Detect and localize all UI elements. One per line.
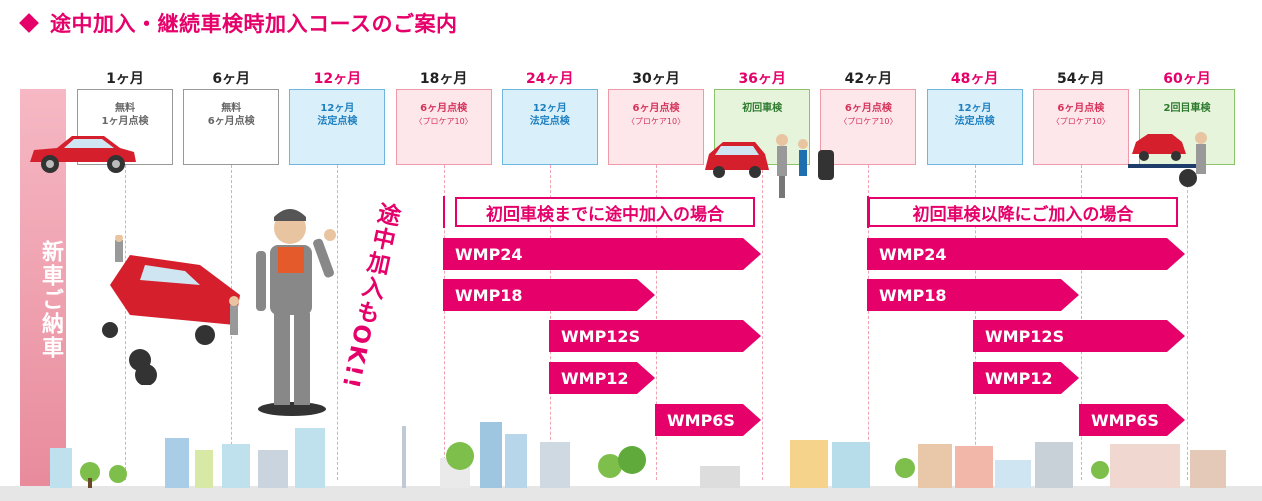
plan-arrow: WMP12 [549,362,655,394]
month-label: 12ヶ月 [313,71,362,87]
timeline-guide [337,165,339,480]
plan-arrow: WMP6S [1079,404,1185,436]
month-label: 18ヶ月 [419,71,468,87]
box-line1: 初回車検 [742,103,783,114]
plan-arrow: WMP12S [973,320,1185,352]
timeline-guide [125,165,126,480]
box-line1: 6ヶ月点検 [420,103,468,114]
timeline-box: 6ヶ月点検〈プロケア10〉 [395,89,492,165]
car-icon [30,136,136,173]
timeline-box: 6ヶ月点検〈プロケア10〉 [608,89,704,165]
mechanic-icon [256,209,336,416]
plan-arrow: WMP24 [443,238,761,270]
plan-arrow: WMP12 [973,362,1079,394]
timeline-box: 12ヶ月法定点検 [926,89,1023,165]
month-label: 30ヶ月 [632,71,680,87]
box-line1: 無料 [115,103,135,114]
plan-arrow: WMP6S [655,404,761,436]
diamond-icon [19,13,39,33]
box-line1: 2回目車検 [1163,103,1211,114]
cityscape-illustration [0,422,1262,501]
case2-heading: 初回車検以降にご加入の場合 [868,197,1178,227]
timeline-guide [868,165,870,480]
car-repair-illustration [102,235,240,385]
box-line1: 12ヶ月 [532,103,567,114]
timeline-box: 6ヶ月点検〈プロケア10〉 [1032,89,1129,165]
timeline-box: 無料 6ヶ月点検 [183,89,280,165]
box-line1: 6ヶ月点検 [844,103,892,114]
timeline-box: 12ヶ月法定点検 [289,89,386,165]
box-line1: 無料 [221,103,242,114]
box-sub: 〈プロケア10〉 [626,117,686,126]
timeline-guide [762,165,764,480]
box-line2: 6ヶ月点検 [207,116,255,127]
box-line2: 法定点検 [954,116,995,127]
month-label: 6ヶ月 [212,71,251,87]
month-label: 60ヶ月 [1163,71,1211,87]
box-line1: 6ヶ月点検 [632,103,680,114]
month-label: 48ヶ月 [950,71,999,87]
timeline-box: 12ヶ月法定点検 [501,89,598,165]
title-text: 途中加入・継続車検時加入コースのご案内 [50,12,458,36]
month-label: 54ヶ月 [1057,71,1105,87]
case1-divider [443,196,445,228]
box-line1: 12ヶ月 [957,103,992,114]
month-label: 24ヶ月 [526,71,574,87]
month-label: 42ヶ月 [844,71,893,87]
plan-arrow: WMP12S [549,320,761,352]
month-label: 1ヶ月 [106,71,144,87]
timeline-guide [1187,165,1188,480]
delivery-label: 新車ご納車 [38,240,63,360]
box-sub: 〈プロケア10〉 [414,117,473,126]
box-line2: 法定点検 [317,116,358,127]
box-line1: 12ヶ月 [320,103,355,114]
inspection-scene-icon [705,134,834,198]
box-line2: 法定点検 [529,116,570,127]
plan-arrow: WMP18 [443,279,655,311]
box-line2: 1ヶ月点検 [101,116,149,127]
box-line1: 6ヶ月点検 [1057,103,1105,114]
timeline-box: 6ヶ月点検〈プロケア10〉 [820,89,917,165]
month-label: 36ヶ月 [738,71,786,87]
lift-scene-icon [1128,132,1207,187]
case1-heading: 初回車検までに途中加入の場合 [455,197,755,227]
box-sub: 〈プロケア10〉 [1051,117,1110,126]
ok-label: 途中加入もOK!! [336,199,402,392]
box-sub: 〈プロケア10〉 [839,117,898,126]
page-title: 途中加入・継続車検時加入コースのご案内 [18,6,457,40]
timeline-guide [443,165,445,480]
plan-arrow: WMP24 [867,238,1185,270]
plan-arrow: WMP18 [867,279,1079,311]
